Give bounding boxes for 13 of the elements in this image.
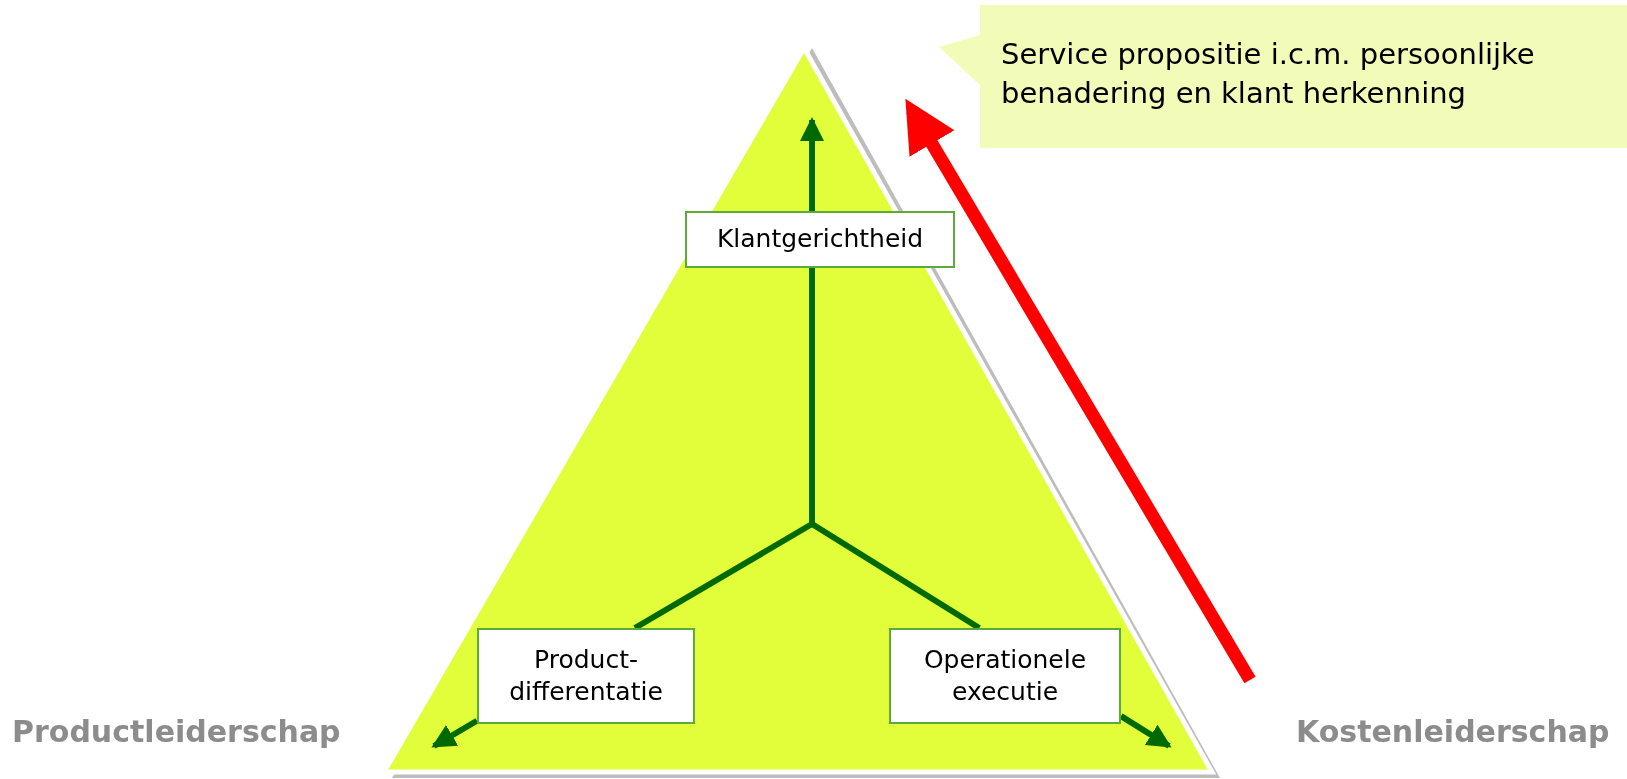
arrow: [431, 718, 479, 749]
corner-label: Kostenleiderschap: [1296, 714, 1610, 749]
corner-label: Productleiderschap: [12, 714, 341, 749]
callout-text: Service propositie i.c.m. persoonlijke benadering en klant herkenning: [1001, 36, 1536, 113]
label-box: Product- differentatie: [477, 628, 695, 724]
connector-line: [633, 521, 814, 631]
arrow: [1119, 713, 1172, 749]
label-box: Klantgerichtheid: [685, 211, 955, 268]
connector-line: [809, 268, 815, 524]
callout-bubble: [939, 5, 1627, 148]
arrow: [800, 117, 824, 211]
label-box: Operationele executie: [889, 628, 1121, 724]
connector-line: [810, 521, 981, 631]
